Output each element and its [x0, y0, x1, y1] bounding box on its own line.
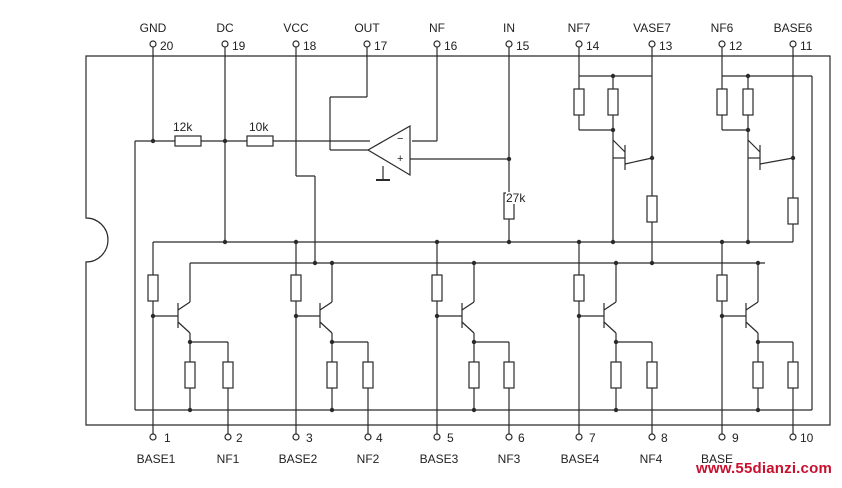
pin-num-10: 10	[800, 431, 814, 445]
pin-label-5: BASE3	[419, 452, 459, 466]
pin-label-14: NF7	[567, 21, 591, 35]
pin-num-11: 11	[800, 39, 813, 53]
pin-label-11: BASE6	[773, 21, 813, 35]
resistor-label-12k: 12k	[173, 120, 193, 134]
junction-dots	[150, 73, 796, 413]
pin-label-4: NF2	[356, 452, 380, 466]
resistor-12k	[174, 135, 202, 147]
pin-num-19: 19	[232, 39, 246, 53]
pin-num-12: 12	[729, 39, 743, 53]
pin-num-17: 17	[374, 39, 388, 53]
pin-label-13: VASE7	[633, 21, 671, 35]
pin-num-2: 2	[236, 431, 243, 445]
pin-num-13: 13	[659, 39, 673, 53]
pin-num-20: 20	[160, 39, 174, 53]
pin-num-14: 14	[586, 39, 600, 53]
pin-num-3: 3	[306, 431, 313, 445]
resistor-label-10k: 10k	[249, 120, 269, 134]
pin-label-12: NF6	[710, 21, 734, 35]
resistor-label-27k: 27k	[506, 191, 526, 205]
stage-1	[147, 242, 234, 436]
pin-num-8: 8	[661, 431, 668, 445]
watermark: www.55dianzi.com	[695, 460, 832, 477]
stage-4	[573, 242, 658, 436]
pin-label-2: NF1	[216, 452, 240, 466]
pin-num-9: 9	[732, 431, 739, 445]
pin-num-15: 15	[516, 39, 530, 53]
pin-label-3: BASE2	[278, 452, 318, 466]
pin-label-20: GND	[139, 21, 167, 35]
stage-5	[716, 242, 799, 436]
package-outline	[85, 55, 831, 426]
pin-num-5: 5	[447, 431, 454, 445]
pin-label-18: VCC	[283, 21, 309, 35]
top-pin-leads	[152, 45, 794, 242]
stage-3	[431, 242, 515, 436]
pin-num-16: 16	[444, 39, 458, 53]
resistor-10k	[246, 135, 274, 147]
pin-label-16: NF	[429, 21, 445, 35]
pin-label-17: OUT	[354, 21, 380, 35]
top-pin-circles	[149, 40, 797, 48]
pin-num-18: 18	[303, 39, 317, 53]
pin-num-6: 6	[518, 431, 525, 445]
opamp	[366, 124, 411, 177]
pin-label-7: BASE4	[560, 452, 600, 466]
pin-num-1: 1	[164, 431, 171, 445]
stage-2	[290, 242, 374, 436]
pin-label-1: BASE1	[136, 452, 176, 466]
pin-label-9: BASE	[700, 452, 734, 466]
pin-label-15: IN	[503, 21, 515, 35]
pin-label-6: NF3	[497, 452, 521, 466]
pin-label-8: NF4	[639, 452, 663, 466]
opamp-plus-sign: +	[397, 153, 404, 165]
pin-num-7: 7	[589, 431, 596, 445]
bottom-pin-circles	[149, 433, 797, 441]
pin-label-19: DC	[216, 21, 234, 35]
pin-num-4: 4	[376, 431, 383, 445]
opamp-minus-sign: −	[397, 133, 404, 145]
